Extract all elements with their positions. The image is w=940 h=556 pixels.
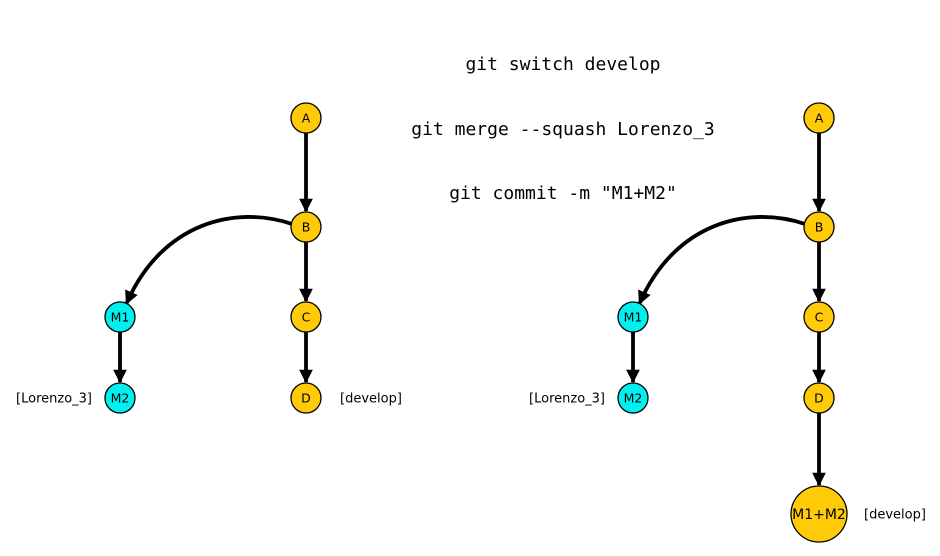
commit-node-M2 [617,382,649,414]
commit-node-C [290,301,322,333]
commit-label-B: B [302,219,311,234]
commit-label-M1M2: M1+M2 [792,507,846,523]
commit-label-C: C [815,309,824,324]
commit-label-D: D [814,390,824,405]
commit-node-A [290,102,322,134]
commit-label-D: D [301,390,311,405]
commit-node-M2 [104,382,136,414]
command-title: git switch develop git merge --squash Lo… [411,11,714,248]
branch-label-after-squash-merge-0: [Lorenzo_3] [529,392,605,407]
commit-label-A: A [302,110,311,125]
edge-B-to-M1 [637,215,806,305]
commit-node-B [803,211,835,243]
branch-label-before-squash-merge-1: [develop] [340,392,402,407]
commit-label-B: B [815,219,824,234]
commit-label-M2: M2 [111,390,130,405]
commit-node-D [803,382,835,414]
commit-node-C [803,301,835,333]
command-line-1: git switch develop [465,54,661,75]
commit-label-C: C [302,309,311,324]
commit-label-M1: M1 [624,309,643,324]
commit-node-D [290,382,322,414]
commit-node-M1 [104,301,136,333]
branch-label-after-squash-merge-1: [develop] [864,508,926,523]
branch-label-before-squash-merge-0: [Lorenzo_3] [16,392,92,407]
commit-node-B [290,211,322,243]
commit-node-A [803,102,835,134]
commit-label-M2: M2 [624,390,643,405]
edge-B-to-M1 [124,215,293,305]
commit-node-M1M2 [790,485,848,543]
commit-label-A: A [815,110,824,125]
commit-label-M1: M1 [111,309,130,324]
command-line-2: git merge --squash Lorenzo_3 [411,118,715,140]
command-line-3: git commit -m "M1+M2" [449,183,677,204]
commit-node-M1 [617,301,649,333]
